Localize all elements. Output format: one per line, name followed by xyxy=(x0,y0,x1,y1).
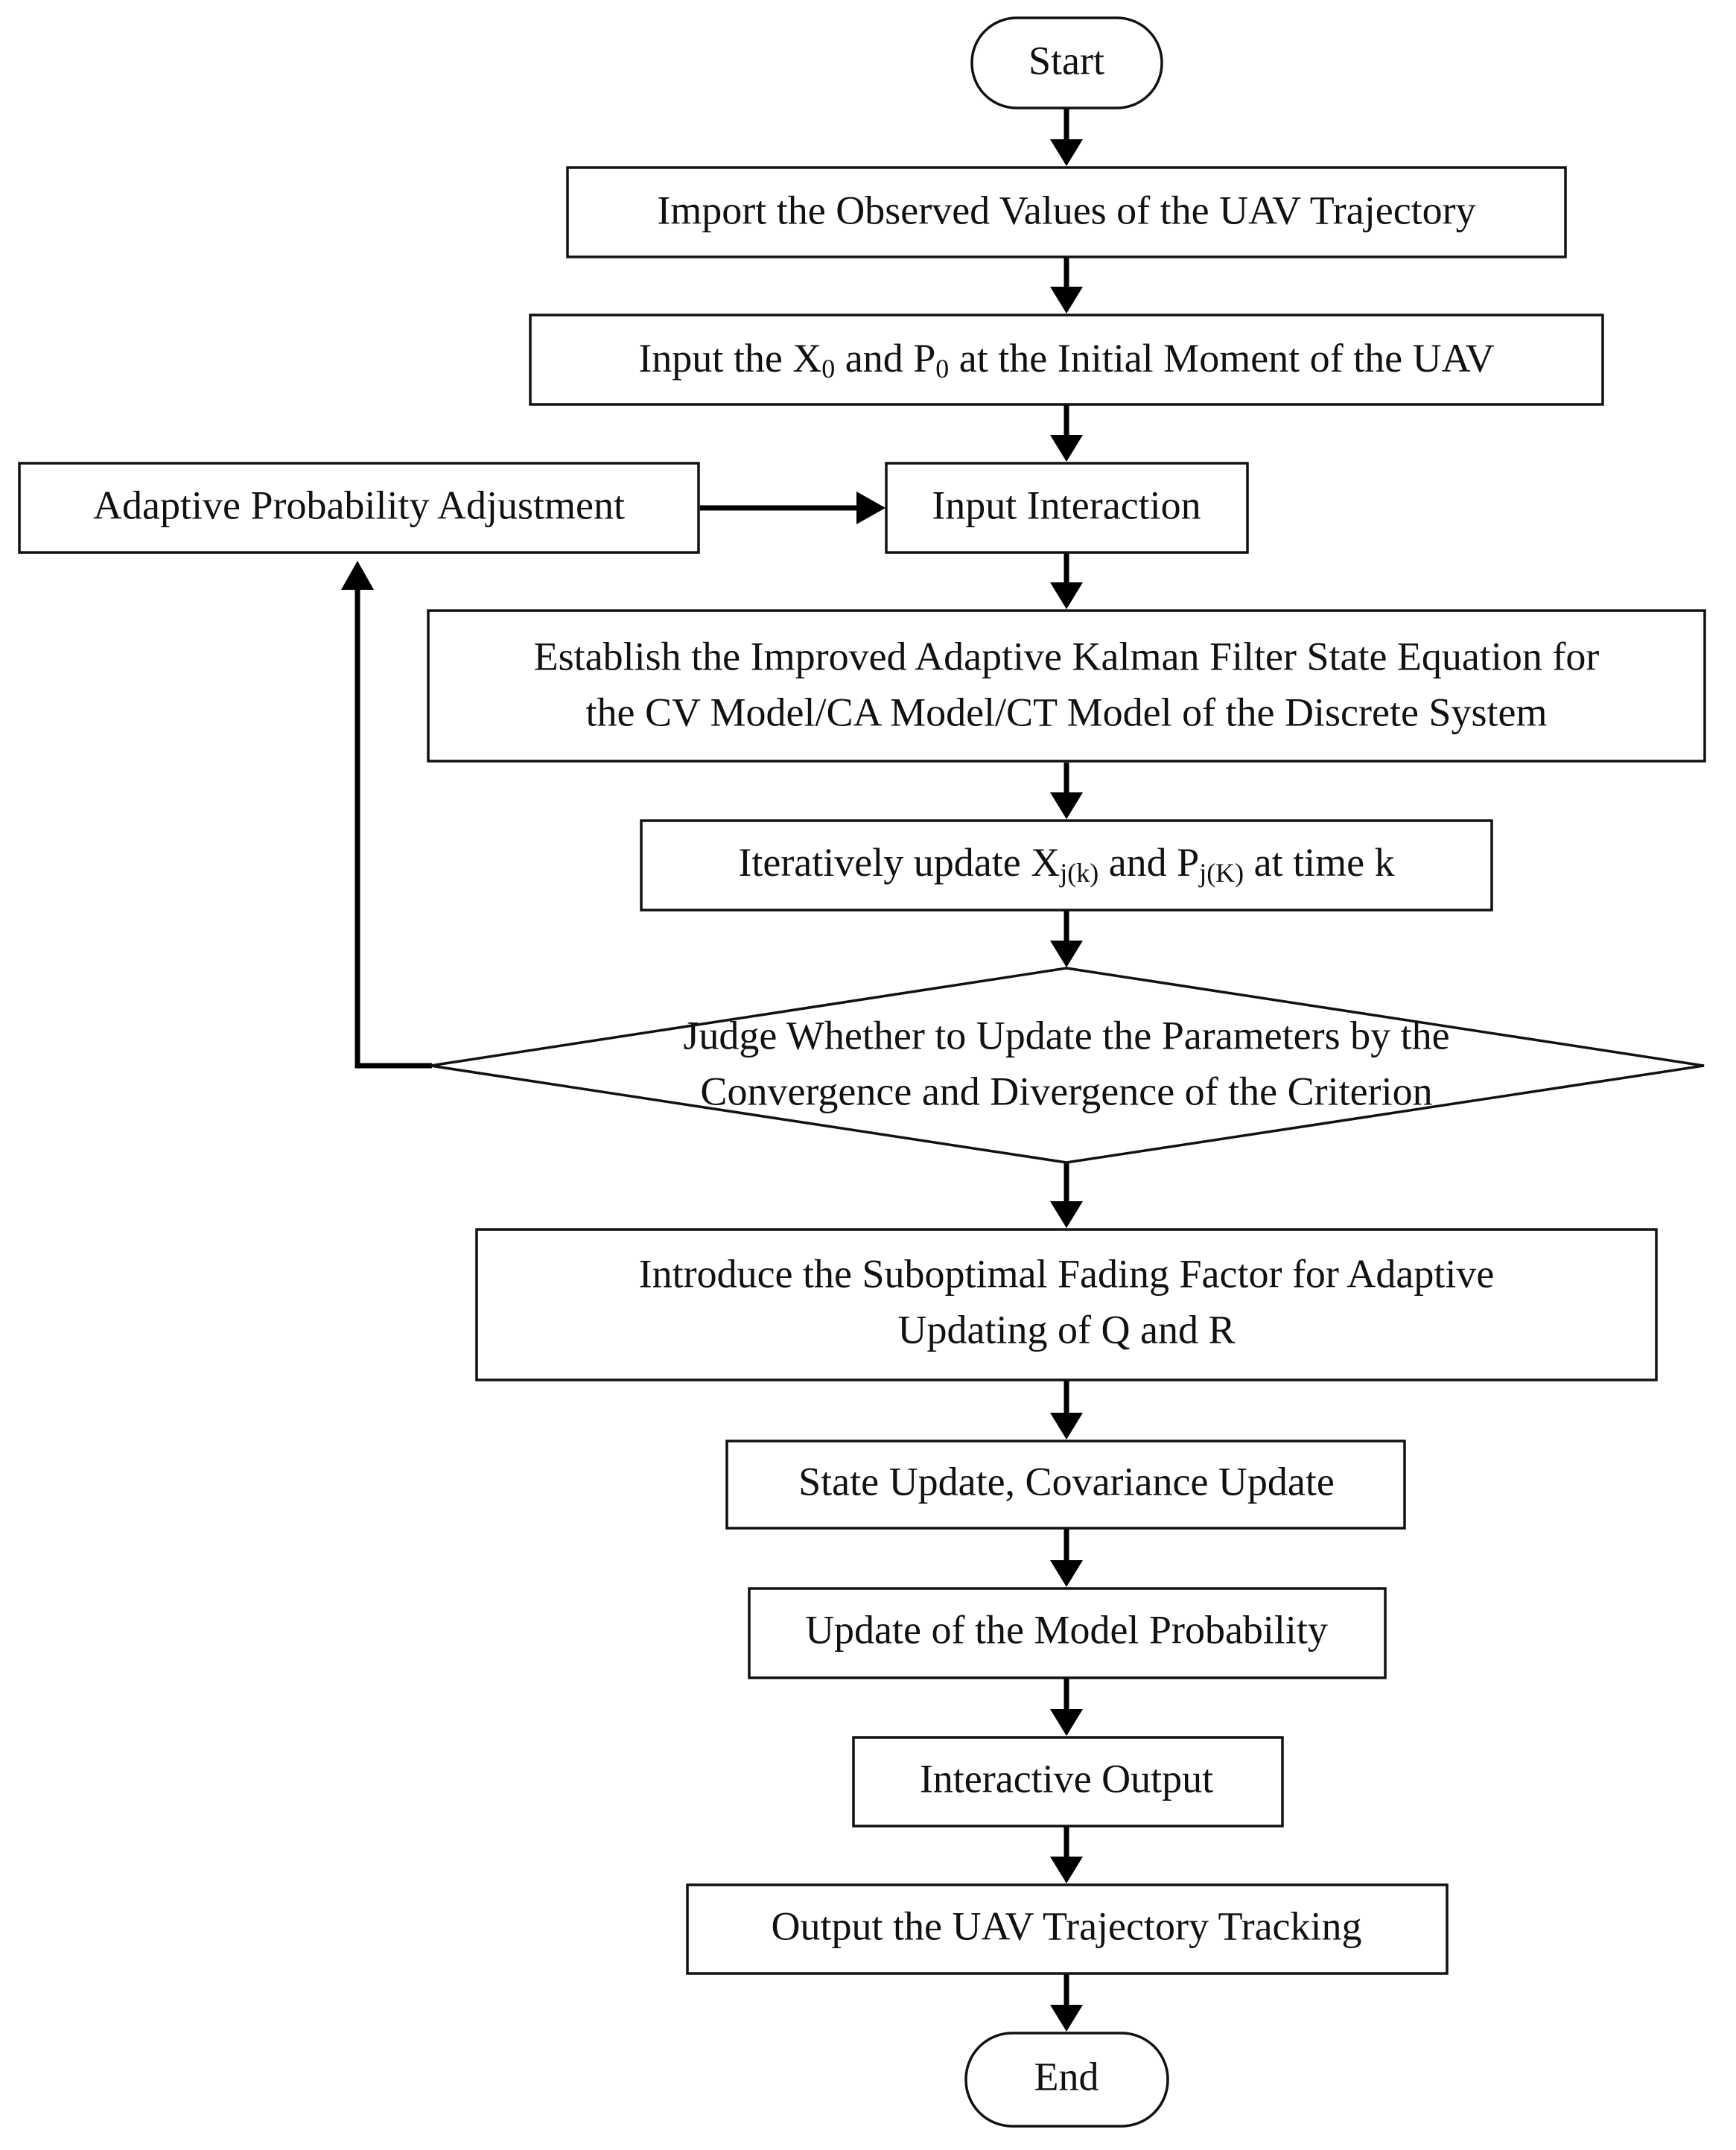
input-initial-node: Input the X0 and P0 at the Initial Momen… xyxy=(529,314,1604,406)
input-interaction-label: Input Interaction xyxy=(932,483,1201,527)
input-initial-subscript-2: 0 xyxy=(935,354,949,384)
model-probability-node: Update of the Model Probability xyxy=(748,1587,1387,1679)
fading-factor-node: Introduce the Suboptimal Fading Factor f… xyxy=(475,1228,1658,1381)
arrowhead-establish xyxy=(1050,582,1083,609)
input-initial-box xyxy=(529,314,1604,406)
arrowhead-adjustment xyxy=(341,561,374,590)
arrowhead-tracking xyxy=(1050,1857,1083,1883)
output-tracking-node: Output the UAV Trajectory Tracking xyxy=(686,1883,1449,1975)
adaptive-adjustment-node: Adaptive Probability Adjustment xyxy=(18,462,700,554)
establish-equation-line-1: Establish the Improved Adaptive Kalman F… xyxy=(534,634,1600,678)
iterative-update-subscript-1: j(k) xyxy=(1058,858,1098,888)
output-tracking-box xyxy=(686,1883,1449,1975)
judge-decision-diamond xyxy=(430,967,1705,1164)
edges xyxy=(341,109,1083,2032)
model-probability-box xyxy=(748,1587,1387,1679)
adaptive-adjustment-box xyxy=(18,462,700,554)
state-update-label: State Update, Covariance Update xyxy=(798,1459,1335,1504)
arrowhead-end xyxy=(1050,2005,1083,2032)
arrowhead-input-initial xyxy=(1050,287,1083,314)
fading-factor-line-2: Updating of Q and R xyxy=(898,1307,1236,1352)
iterative-update-text-3: at time k xyxy=(1244,840,1394,885)
arrowhead-state xyxy=(1050,1413,1083,1440)
input-initial-subscript-1: 0 xyxy=(821,354,835,384)
iterative-update-box xyxy=(640,819,1493,912)
end-terminal-shape xyxy=(964,2032,1169,2128)
judge-decision-line-1: Judge Whether to Update the Parameters b… xyxy=(683,1013,1449,1057)
interactive-output-label: Interactive Output xyxy=(920,1756,1213,1801)
establish-equation-node: Establish the Improved Adaptive Kalman F… xyxy=(427,609,1706,763)
edge-judge-to-adjustment xyxy=(354,587,432,1069)
arrowhead-judge xyxy=(1050,941,1083,967)
judge-decision-node: Judge Whether to Update the Parameters b… xyxy=(430,967,1705,1164)
state-update-box xyxy=(725,1440,1406,1530)
judge-decision-line-2: Convergence and Divergence of the Criter… xyxy=(700,1069,1432,1113)
iterative-update-text-2: and P xyxy=(1098,840,1199,885)
interactive-output-box xyxy=(852,1736,1284,1828)
adaptive-adjustment-label: Adaptive Probability Adjustment xyxy=(93,483,625,527)
start-node: Start xyxy=(970,16,1163,109)
iterative-update-label: Iteratively update Xj(k) and Pj(K) at ti… xyxy=(738,840,1394,888)
input-initial-text-3: at the Initial Moment of the UAV xyxy=(949,336,1494,381)
arrowhead-interaction-side xyxy=(856,492,886,524)
import-observed-node: Import the Observed Values of the UAV Tr… xyxy=(566,166,1567,258)
import-observed-box xyxy=(566,166,1567,258)
arrowhead-interaction xyxy=(1050,435,1083,462)
interactive-output-node: Interactive Output xyxy=(852,1736,1284,1828)
fading-factor-line-1: Introduce the Suboptimal Fading Factor f… xyxy=(639,1251,1495,1296)
input-initial-text-2: and P xyxy=(835,336,935,381)
arrowhead-fading xyxy=(1050,1201,1083,1228)
establish-equation-line-2: the CV Model/CA Model/CT Model of the Di… xyxy=(586,690,1548,734)
start-label: Start xyxy=(1028,38,1104,83)
iterative-update-subscript-2: j(K) xyxy=(1198,858,1244,888)
import-observed-label: Import the Observed Values of the UAV Tr… xyxy=(657,188,1475,232)
iterative-update-text-1: Iteratively update X xyxy=(738,840,1060,885)
state-update-node: State Update, Covariance Update xyxy=(725,1440,1406,1530)
iterative-update-node: Iteratively update Xj(k) and Pj(K) at ti… xyxy=(640,819,1493,912)
arrowhead-iterative xyxy=(1050,792,1083,819)
output-tracking-label: Output the UAV Trajectory Tracking xyxy=(771,1903,1361,1948)
arrowhead-interactive-output xyxy=(1050,1709,1083,1736)
arrowhead-import xyxy=(1050,139,1083,166)
input-interaction-node: Input Interaction xyxy=(885,462,1249,554)
establish-equation-box xyxy=(427,609,1706,763)
end-label: End xyxy=(1034,2054,1099,2099)
start-terminal-shape xyxy=(970,16,1163,109)
input-interaction-box xyxy=(885,462,1249,554)
arrowhead-probability xyxy=(1050,1560,1083,1587)
input-initial-text-1: Input the X xyxy=(638,336,821,381)
input-initial-label: Input the X0 and P0 at the Initial Momen… xyxy=(638,336,1494,384)
fading-factor-box xyxy=(475,1228,1658,1381)
end-node: End xyxy=(964,2032,1169,2128)
model-probability-label: Update of the Model Probability xyxy=(805,1607,1328,1652)
